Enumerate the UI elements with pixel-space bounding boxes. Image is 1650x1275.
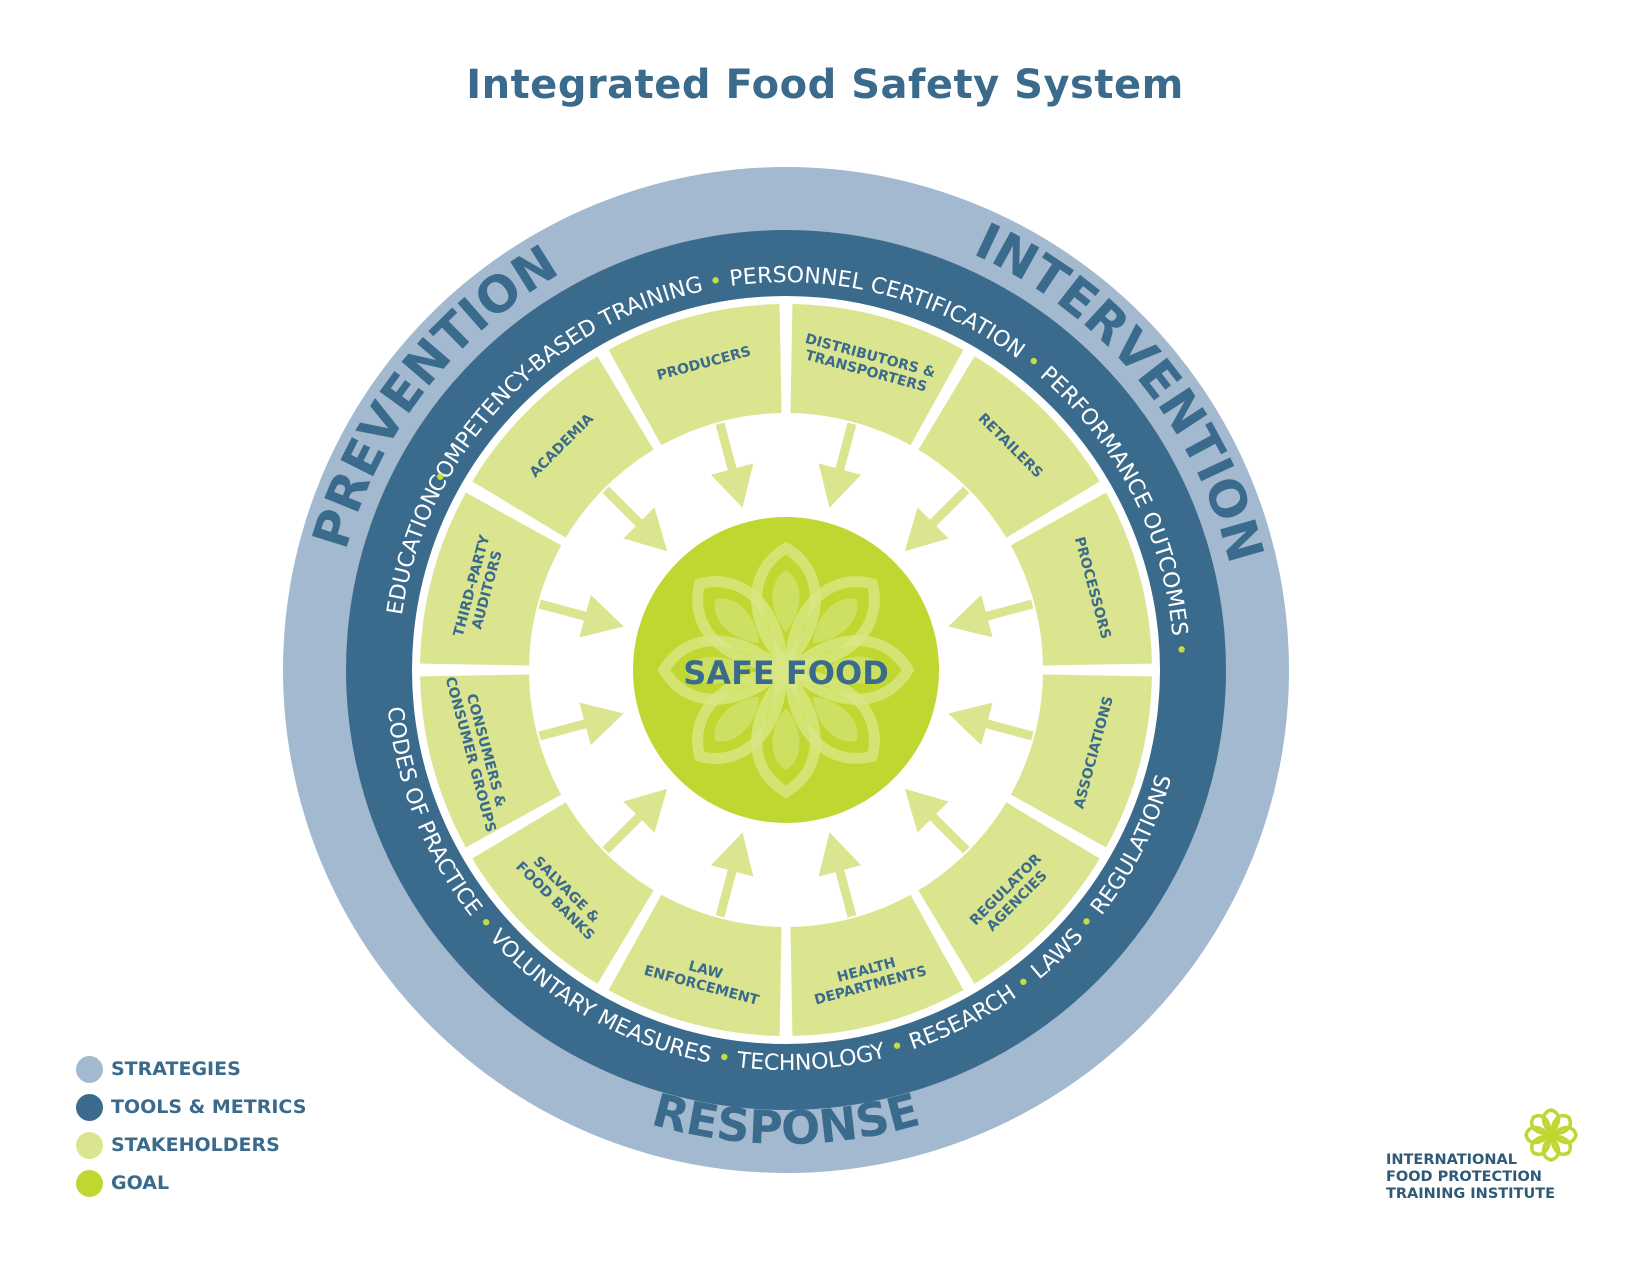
- legend-label: STRATEGIES: [111, 1058, 241, 1080]
- legend-swatch-tools: [76, 1093, 103, 1121]
- flower-logo-icon: [1524, 1108, 1578, 1162]
- logo-line: FOOD PROTECTION: [1386, 1169, 1542, 1185]
- stakeholder-arrow: [904, 486, 970, 552]
- legend-swatch-stakeholders: [76, 1131, 103, 1159]
- logo-text: INTERNATIONAL FOOD PROTECTION TRAINING I…: [1386, 1152, 1555, 1203]
- stakeholder-arrow: [602, 788, 668, 854]
- legend-item-tools: TOOLS & METRICS: [76, 1088, 306, 1126]
- stakeholder-arrow: [948, 594, 1034, 638]
- page-title: Integrated Food Safety System: [466, 62, 1184, 108]
- legend-item-goal: GOAL: [76, 1164, 306, 1202]
- stakeholder-arrow: [710, 832, 754, 918]
- stakeholder-arrow: [948, 702, 1034, 746]
- stakeholder-arrow: [538, 702, 624, 746]
- stakeholder-arrow: [602, 486, 668, 552]
- stakeholder-arrow: [710, 422, 754, 508]
- logo-line: INTERNATIONAL: [1386, 1152, 1517, 1168]
- tool-label: STANDARDS: [0, 0, 8, 6]
- legend-label: TOOLS & METRICS: [111, 1096, 307, 1118]
- legend-swatch-goal: [76, 1169, 103, 1197]
- legend-item-strategies: STRATEGIES: [76, 1050, 306, 1088]
- legend-label: STAKEHOLDERS: [111, 1134, 280, 1156]
- legend: STRATEGIES TOOLS & METRICS STAKEHOLDERS …: [76, 1050, 306, 1202]
- goal-label: SAFE FOOD: [683, 654, 889, 692]
- logo-line: TRAINING INSTITUTE: [1386, 1186, 1556, 1202]
- stakeholder-arrow: [904, 788, 970, 854]
- ifpti-logo: INTERNATIONAL FOOD PROTECTION TRAINING I…: [1386, 1108, 1586, 1208]
- goal-petal-pattern: [657, 541, 915, 799]
- stakeholder-arrow: [538, 594, 624, 638]
- legend-swatch-strategies: [76, 1055, 103, 1083]
- stakeholder-arrow: [818, 832, 862, 918]
- stakeholder-arrow: [818, 422, 862, 508]
- legend-item-stakeholders: STAKEHOLDERS: [76, 1126, 306, 1164]
- legend-label: GOAL: [111, 1172, 170, 1194]
